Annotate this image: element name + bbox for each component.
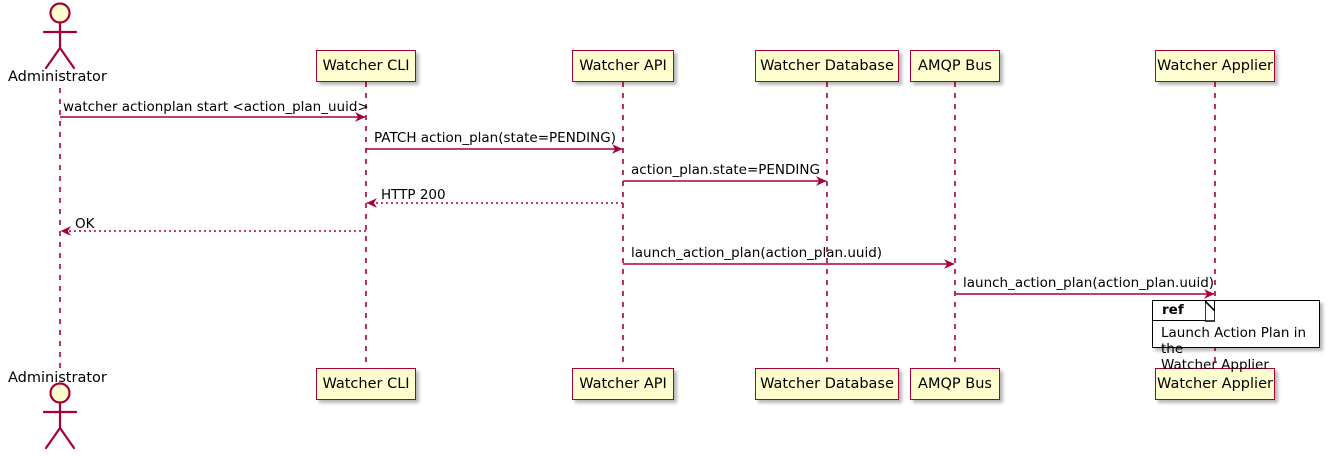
message-label-3: action_plan.state=PENDING xyxy=(631,162,820,178)
participant-label: Watcher Applier xyxy=(1157,57,1273,74)
participant-label: Watcher Applier xyxy=(1157,375,1273,392)
participant-watcher-applier-top[interactable]: Watcher Applier xyxy=(1155,50,1275,82)
actor-figure-administrator-top xyxy=(42,2,78,70)
participant-label: Watcher Database xyxy=(760,57,894,74)
message-label-6: launch_action_plan(action_plan.uuid) xyxy=(631,245,883,261)
participant-label: Watcher API xyxy=(579,57,667,74)
participant-watcher-applier-bottom[interactable]: Watcher Applier xyxy=(1155,368,1275,400)
participant-watcher-cli-top[interactable]: Watcher CLI xyxy=(316,50,416,82)
participant-watcher-api-bottom[interactable]: Watcher API xyxy=(572,368,674,400)
participant-label: AMQP Bus xyxy=(918,375,992,392)
message-label-7: launch_action_plan(action_plan.uuid) xyxy=(963,275,1215,291)
ref-text-line: Watcher Applier xyxy=(1161,357,1269,373)
actor-figure-administrator-bottom xyxy=(42,382,78,450)
participant-watcher-database-top[interactable]: Watcher Database xyxy=(755,50,899,82)
participant-label: Watcher Database xyxy=(760,375,894,392)
actor-label-administrator-bottom: Administrator xyxy=(8,370,107,386)
participant-watcher-database-bottom[interactable]: Watcher Database xyxy=(755,368,899,400)
ref-text-line: Launch Action Plan in the xyxy=(1161,325,1307,357)
participant-amqp-bus-top[interactable]: AMQP Bus xyxy=(910,50,1000,82)
participant-label: Watcher CLI xyxy=(322,57,410,74)
participant-label: Watcher API xyxy=(579,375,667,392)
participant-watcher-api-top[interactable]: Watcher API xyxy=(572,50,674,82)
participant-label: Watcher CLI xyxy=(322,375,410,392)
actor-label-administrator-top: Administrator xyxy=(8,69,107,85)
message-label-4: HTTP 200 xyxy=(381,187,446,203)
message-label-1: watcher actionplan start <action_plan_uu… xyxy=(63,99,369,115)
participant-watcher-cli-bottom[interactable]: Watcher CLI xyxy=(316,368,416,400)
message-label-5: OK xyxy=(75,216,95,232)
actor-glyphs-group xyxy=(42,2,78,450)
ref-tab-notch-icon xyxy=(1205,301,1215,322)
message-arrows-group xyxy=(60,112,1215,299)
message-label-2: PATCH action_plan(state=PENDING) xyxy=(374,130,616,146)
participant-label: AMQP Bus xyxy=(918,57,992,74)
participant-amqp-bus-bottom[interactable]: AMQP Bus xyxy=(910,368,1000,400)
lifelines-group xyxy=(59,82,1216,370)
